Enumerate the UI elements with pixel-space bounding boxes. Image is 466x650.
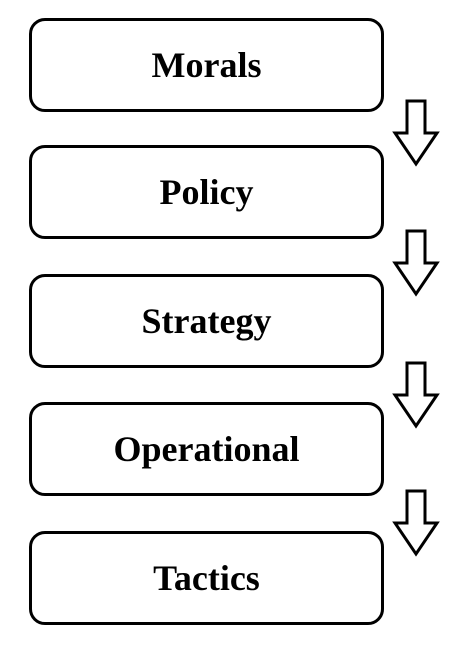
step-label-strategy: Strategy [141, 301, 272, 341]
down-arrow-icon [392, 361, 440, 429]
down-arrow-icon [392, 229, 440, 297]
down-arrow-icon [392, 489, 440, 557]
step-box-operational: Operational [29, 402, 384, 496]
step-box-tactics: Tactics [29, 531, 384, 625]
down-arrow-icon [392, 99, 440, 167]
step-box-policy: Policy [29, 145, 384, 239]
step-box-strategy: Strategy [29, 274, 384, 368]
step-label-operational: Operational [113, 429, 300, 469]
step-label-tactics: Tactics [153, 558, 260, 598]
step-label-morals: Morals [151, 45, 262, 85]
step-box-morals: Morals [29, 18, 384, 112]
step-label-policy: Policy [159, 172, 254, 212]
